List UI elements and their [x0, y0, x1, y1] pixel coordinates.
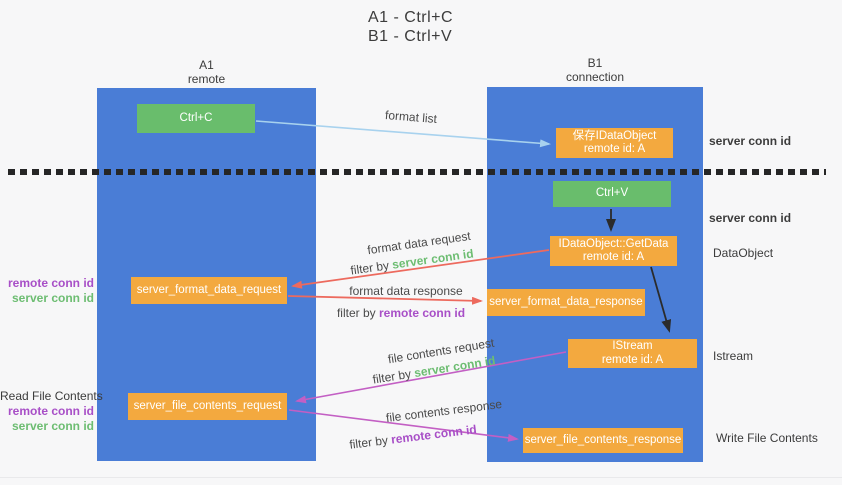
read-file-contents-label: Read File Contents [0, 389, 103, 403]
format-list-label: format list [384, 107, 438, 127]
node-ctrl-v: Ctrl+V [553, 181, 671, 207]
column-b-header: B1 connection [487, 56, 703, 84]
left-server-conn-id-1: server conn id [11, 291, 94, 305]
right-server-conn-id-top: server conn id [709, 134, 792, 148]
column-a-header: A1 remote [97, 58, 316, 86]
title-line-2: B1 - Ctrl+V [368, 28, 453, 45]
node-ctrl-v-label: Ctrl+V [595, 187, 629, 200]
node-istream-line1: IStream [612, 340, 653, 352]
node-server-format-data-response: server_format_data_response [487, 289, 645, 316]
node-file-request-label: server_file_contents_request [133, 399, 282, 412]
left-server-conn-id-2: server conn id [11, 419, 94, 433]
column-a-name: A1 [199, 58, 214, 72]
right-istream-label: Istream [713, 349, 754, 363]
format-data-response-label: format data response [349, 284, 463, 298]
left-remote-conn-id-2: remote conn id [7, 404, 94, 418]
file-contents-response-label: file contents response [385, 396, 503, 426]
left-remote-conn-id-1: remote conn id [7, 276, 94, 290]
phase-separator-dotted-line [8, 169, 826, 175]
filter-by-text: filter by [348, 433, 389, 452]
node-format-request-label: server_format_data_request [136, 283, 282, 296]
bottom-divider [0, 477, 842, 478]
filter-by-text: filter by [349, 258, 390, 278]
node-server-file-contents-response: server_file_contents_response [523, 428, 683, 453]
title-line-1: A1 - Ctrl+C [368, 9, 454, 26]
node-ctrl-c-label: Ctrl+C [179, 111, 213, 124]
filter-by-remote-conn-id-label-1: filter by remote conn id [337, 306, 465, 320]
filter-by-remote-conn-id-label-2: filter by remote conn id [349, 422, 478, 452]
right-server-conn-id-mid: server conn id [709, 211, 792, 225]
node-istream: IStream remote id: A [568, 339, 697, 368]
column-a-role: remote [187, 72, 226, 86]
node-idataobject-getdata: IDataObject::GetData remote id: A [550, 236, 677, 266]
remote-conn-id-text: remote conn id [379, 306, 466, 320]
left-conn-id-stack-1: remote conn id server conn id [0, 276, 94, 306]
node-format-response-label: server_format_data_response [489, 295, 643, 308]
remote-conn-id-text: remote conn id [390, 422, 478, 447]
left-read-file-stack: Read File Contents remote conn id server… [0, 389, 103, 434]
column-b-role: connection [565, 70, 625, 84]
column-b-name: B1 [587, 56, 603, 70]
node-save-idataobject-line1: 保存IDataObject [572, 129, 657, 142]
node-ctrl-c: Ctrl+C [137, 104, 255, 133]
right-write-file-contents-label: Write File Contents [716, 431, 818, 445]
node-getdata-line2: remote id: A [582, 251, 645, 263]
node-server-format-data-request: server_format_data_request [131, 277, 287, 304]
node-save-idataobject-line2: remote id: A [583, 143, 646, 155]
diagram-title: A1 - Ctrl+C B1 - Ctrl+V [368, 8, 453, 46]
right-dataobject-label: DataObject [713, 246, 774, 260]
node-save-idataobject: 保存IDataObject remote id: A [556, 128, 673, 158]
node-server-file-contents-request: server_file_contents_request [128, 393, 287, 420]
filter-by-text: filter by [371, 366, 413, 387]
node-file-response-label: server_file_contents_response [524, 433, 682, 446]
node-istream-line2: remote id: A [601, 353, 664, 366]
node-getdata-line1: IDataObject::GetData [558, 237, 669, 250]
filter-by-text: filter by [336, 306, 376, 320]
